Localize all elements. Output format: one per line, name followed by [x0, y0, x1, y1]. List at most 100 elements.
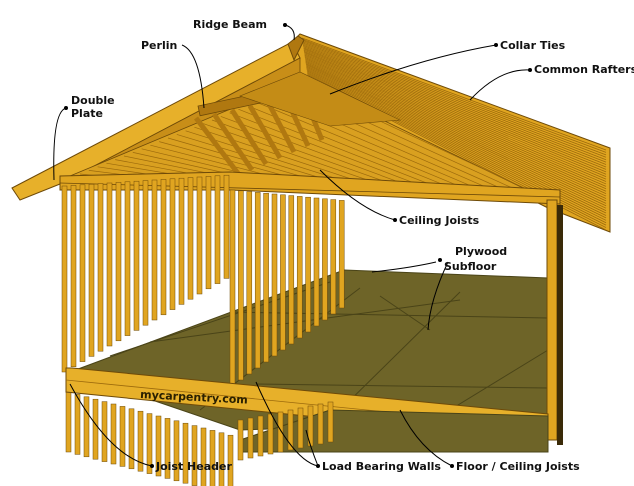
- lower-wall-stud: [119, 406, 126, 467]
- lower-wall-stud: [227, 434, 234, 486]
- perlin-brace: [211, 112, 255, 172]
- lower-bearing-stud: [327, 401, 334, 443]
- left-wall-stud: [187, 177, 194, 300]
- rafter-line: [305, 59, 607, 195]
- label-load-bearing-walls: Load Bearing Walls: [322, 460, 441, 473]
- rafter-line: [305, 63, 607, 202]
- bearing-wall-stud: [280, 194, 286, 351]
- rafter-line: [302, 43, 607, 163]
- lower-wall-stud: [92, 398, 99, 460]
- rafter-line: [304, 57, 607, 190]
- label-common-rafters: Common Rafters: [534, 63, 634, 76]
- left-wall-stud: [115, 182, 122, 342]
- roof-left-slope: [11, 41, 301, 201]
- lower-wall-stud: [137, 410, 144, 472]
- subfloor-seam: [379, 295, 431, 331]
- left-wall-stud: [88, 183, 95, 357]
- lower-wall-stud: [101, 401, 108, 462]
- rafter-line: [306, 66, 607, 209]
- rafter-line: [302, 40, 607, 156]
- rafter-line: [306, 67, 607, 211]
- bearing-wall-stud: [229, 189, 236, 387]
- label-plywood-line2: Subfloor: [444, 260, 497, 273]
- perlin-brace: [229, 108, 269, 166]
- bearing-wall-stud: [238, 190, 244, 381]
- rafter-line: [302, 44, 607, 165]
- rafter-line: [301, 37, 607, 151]
- left-wall-studs: [61, 174, 234, 486]
- perlin-brace: [247, 104, 283, 160]
- subfloor-seam: [255, 383, 549, 389]
- bearing-wall-stud: [246, 191, 253, 375]
- right-corner-post: [546, 199, 558, 441]
- rafter-line: [304, 58, 607, 192]
- label-double-plate-line1: Double: [71, 94, 115, 107]
- lower-bearing-stud: [287, 409, 294, 451]
- rafter-line: [302, 38, 607, 153]
- bearing-wall-stud: [338, 200, 345, 309]
- lower-wall-stud: [65, 391, 72, 453]
- lower-bearing-stud: [257, 415, 264, 457]
- lower-bearing-stud: [317, 403, 324, 445]
- bearing-wall-stud: [288, 195, 295, 345]
- rafter-line: [303, 46, 607, 168]
- lower-wall-stud: [164, 418, 171, 479]
- bearing-wall-stud: [322, 198, 328, 321]
- left-wall-stud: [151, 179, 158, 321]
- perlin-brace: [194, 116, 242, 178]
- left-wall-stud: [205, 176, 212, 290]
- bearing-wall-stud: [254, 192, 261, 369]
- left-wall-stud: [196, 176, 203, 295]
- left-wall-stud: [106, 182, 113, 347]
- rafter-line: [304, 55, 607, 187]
- bearing-wall-stud: [330, 199, 337, 315]
- rafter-line: [304, 52, 607, 180]
- ceiling-joist-line: [247, 105, 472, 197]
- left-wall-stud: [70, 185, 77, 368]
- label-ceiling-joists: Ceiling Joists: [399, 214, 480, 227]
- left-wall-stud: [133, 180, 140, 331]
- left-wall-stud: [97, 183, 104, 352]
- lower-wall-stud: [173, 420, 180, 482]
- lower-wall-stud: [191, 425, 198, 486]
- rafter-line: [305, 64, 607, 204]
- roof-right-slope: [291, 33, 611, 233]
- rafter-line: [303, 47, 607, 170]
- lower-wall-stud: [110, 403, 117, 465]
- collar-tie-band: [239, 71, 402, 127]
- label-collar-ties: Collar Ties: [500, 39, 566, 52]
- lower-wall-stud: [83, 396, 90, 458]
- lower-wall-stud: [218, 432, 225, 486]
- left-wall-stud: [223, 174, 230, 279]
- lower-bearing-stud: [267, 413, 274, 455]
- bearing-wall-stud: [271, 193, 278, 357]
- lower-bearing-stud: [237, 419, 244, 461]
- rafter-line: [305, 60, 607, 197]
- label-ridge-beam: Ridge Beam: [193, 18, 267, 31]
- left-wall-stud: [61, 185, 68, 373]
- bearing-wall-stud: [263, 192, 269, 363]
- left-wall-stud: [142, 180, 149, 326]
- left-wall-stud: [214, 175, 221, 284]
- bearing-wall-stud: [313, 197, 320, 327]
- lower-bearing-stud: [277, 411, 284, 453]
- perlin-brace: [265, 100, 297, 154]
- rafter-line: [304, 53, 607, 182]
- label-double-plate-line2: Plate: [71, 107, 103, 120]
- rafter-line: [302, 41, 607, 158]
- rafter-line: [303, 49, 607, 175]
- label-perlin: Perlin: [141, 39, 177, 52]
- rafter-line: [306, 65, 607, 207]
- left-wall-stud: [169, 178, 176, 310]
- left-wall-stud: [178, 177, 185, 305]
- left-wall-stud: [79, 184, 86, 362]
- callout-leaders: [53, 24, 531, 467]
- rafter-line: [305, 61, 607, 199]
- left-wall-stud: [160, 179, 167, 316]
- lower-bearing-stud: [247, 417, 254, 459]
- lower-wall-stud: [200, 427, 207, 486]
- rafter-line: [306, 69, 607, 214]
- lower-wall-stud: [74, 394, 81, 455]
- bearing-wall-stud: [296, 196, 303, 339]
